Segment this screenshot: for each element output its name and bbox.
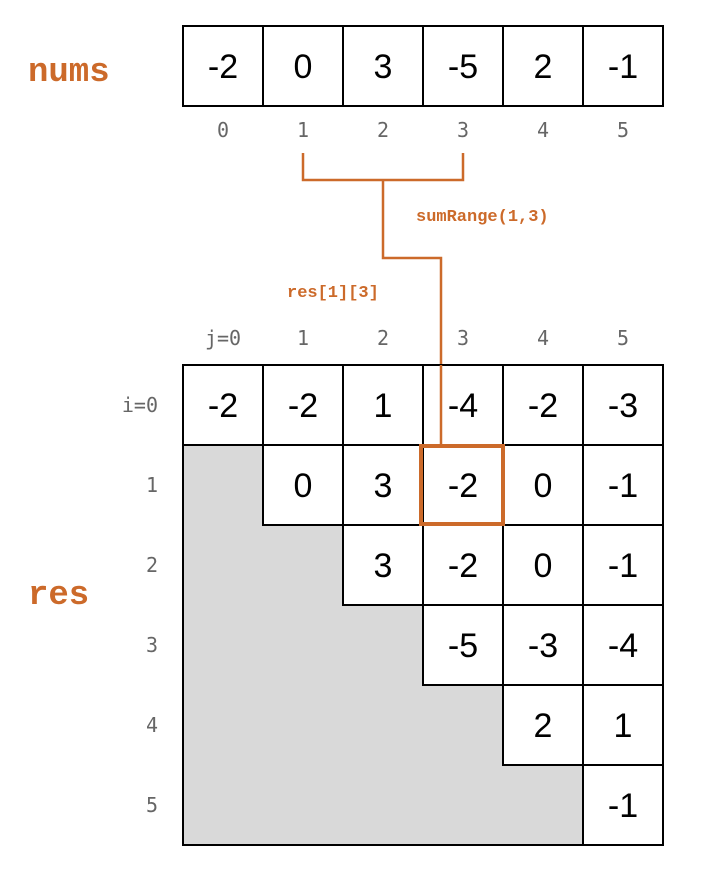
- nums-cell-value: -5: [448, 48, 478, 86]
- res-grid-frame: [182, 364, 664, 846]
- nums-cell-value: 2: [534, 48, 553, 86]
- nums-index-label: 5: [617, 118, 629, 142]
- res-cell: [502, 684, 584, 766]
- res-cell-value: -1: [608, 467, 638, 505]
- res-cell-value: -2: [288, 387, 318, 425]
- res-cell: [582, 524, 664, 606]
- nums-cell-value: 0: [294, 48, 313, 86]
- nums-index-label: 4: [537, 118, 549, 142]
- range-bracket: [301, 153, 465, 182]
- highlighted-result-cell: [419, 444, 505, 526]
- unused-region: [183, 445, 583, 845]
- res-row-label: 2: [146, 553, 158, 577]
- res-cell-value: 1: [374, 387, 393, 425]
- res-cell: [342, 524, 424, 606]
- res-cell-value: 0: [534, 467, 553, 505]
- res-cell: [502, 604, 584, 686]
- res-cell: [582, 604, 664, 686]
- nums-index-label: 3: [457, 118, 469, 142]
- nums-cell: [582, 25, 664, 107]
- res-cell-value: 0: [294, 467, 313, 505]
- nums-cell-value: 3: [374, 48, 393, 86]
- res-cell: [342, 444, 424, 526]
- diagram-elements: -2 0 3 -5 2 -1 0 1 2 3 4 5 j=0 1 2 3 4 5 i=0 1 2 3 4 5 -2 -2 1 -4 -2…: [122, 25, 664, 846]
- nums-cell: [262, 25, 344, 107]
- res-cell-value: -2: [448, 467, 478, 505]
- res-cell: [502, 444, 584, 526]
- res-row-label: i=0: [122, 393, 158, 417]
- nums-cell-value: -2: [208, 48, 238, 86]
- res-row-label: 4: [146, 713, 158, 737]
- res-column-label: 2: [377, 326, 389, 350]
- res-cell-value: -1: [608, 787, 638, 825]
- res-cell-value: -2: [208, 387, 238, 425]
- res-title: res: [28, 577, 89, 615]
- res-cell-value: 3: [374, 547, 393, 585]
- nums-cell: [342, 25, 424, 107]
- res-cell-value: -4: [448, 387, 478, 425]
- res-cell-value: -2: [448, 547, 478, 585]
- nums-cell-value: -1: [608, 48, 638, 86]
- res-row-label: 1: [146, 473, 158, 497]
- res-cell-value: -4: [608, 627, 638, 665]
- res-column-label: 1: [297, 326, 309, 350]
- res-cell-value: -2: [528, 387, 558, 425]
- res-column-label: 4: [537, 326, 549, 350]
- res-cell: [182, 364, 264, 446]
- res-cell-value: 1: [614, 707, 633, 745]
- res-column-label: 5: [617, 326, 629, 350]
- res-cell-value: -1: [608, 547, 638, 585]
- res-cell: [262, 444, 344, 526]
- nums-index-label: 1: [297, 118, 309, 142]
- res-cell: [582, 684, 664, 766]
- nums-title: nums: [28, 54, 110, 92]
- res-row-label: 3: [146, 633, 158, 657]
- res-cell-value: 3: [374, 467, 393, 505]
- res-row-label: 5: [146, 793, 158, 817]
- sumrange-call-label: sumRange(1,3): [416, 208, 549, 227]
- res-cell-value: 0: [534, 547, 553, 585]
- res-cell-value: -3: [528, 627, 558, 665]
- res-column-label: 3: [457, 326, 469, 350]
- nums-cell: [182, 25, 264, 107]
- res-cell-value: -5: [448, 627, 478, 665]
- connector-line: [381, 180, 443, 445]
- res-cell-value: -3: [608, 387, 638, 425]
- res-cell: [422, 444, 504, 526]
- res-cell-reference-label: res[1][3]: [287, 284, 379, 303]
- res-column-label: j=0: [205, 326, 241, 350]
- res-cell: [582, 444, 664, 526]
- res-cell: [422, 604, 504, 686]
- nums-index-label: 0: [217, 118, 229, 142]
- res-cell-value: 2: [534, 707, 553, 745]
- nums-cell: [502, 25, 584, 107]
- nums-index-label: 2: [377, 118, 389, 142]
